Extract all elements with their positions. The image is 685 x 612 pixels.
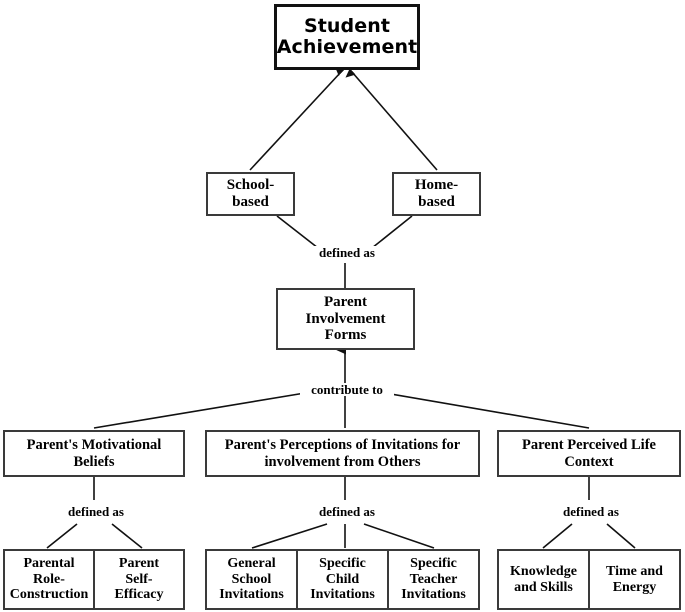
node-specific-child-line3: Invitations	[310, 587, 375, 603]
edge-center-defined-as-to-specific-teacher	[363, 523, 435, 549]
edge-label-defined-as-left: defined as	[54, 505, 138, 518]
edge-right-defined-as-to-knowledge-skills	[542, 523, 573, 549]
edge-contribute-to-motivational-beliefs	[93, 391, 312, 429]
node-specific-teacher-line2: Teacher	[409, 571, 458, 587]
node-knowledge-skills-line2: and Skills	[514, 579, 573, 595]
node-perceptions-invitations-line1: Parent's Perceptions of Invitations for	[224, 437, 461, 454]
node-motivational-beliefs-line2: Beliefs	[73, 453, 115, 470]
edge-label-defined-as-right: defined as	[549, 505, 633, 518]
node-self-efficacy-line1: Parent	[118, 556, 160, 572]
node-specific-teacher-line3: Invitations	[401, 587, 466, 603]
group-invitations-children: General School Invitations Specific Chil…	[205, 549, 480, 610]
edge-home-based-to-defined-as	[371, 215, 413, 249]
edge-label-defined-as-top: defined as	[305, 246, 389, 259]
edge-home-based-to-achievement	[345, 68, 438, 171]
edge-school-based-to-defined-as	[276, 215, 319, 249]
node-role-construction-line3: Construction	[9, 587, 89, 603]
node-student-achievement-line2: Achievement	[276, 36, 418, 58]
node-specific-teacher-line1: Specific	[410, 556, 457, 572]
node-parents-perceptions-of-invitations[interactable]: Parent's Perceptions of Invitations for …	[205, 430, 480, 477]
edge-right-defined-as-to-time-energy	[606, 523, 636, 549]
node-home-based-line2: based	[418, 194, 455, 210]
edge-school-based-to-achievement	[249, 66, 345, 171]
node-role-construction-line2: Role-	[33, 571, 65, 587]
node-time-energy-line1: Time and	[606, 564, 663, 580]
node-home-based-line1: Home-	[414, 177, 459, 194]
node-parent-self-efficacy[interactable]: Parent Self- Efficacy	[95, 551, 183, 608]
node-school-based[interactable]: School- based	[206, 172, 295, 216]
node-knowledge-and-skills[interactable]: Knowledge and Skills	[499, 551, 590, 608]
node-knowledge-skills-line1: Knowledge	[510, 564, 577, 580]
node-self-efficacy-line2: Self-	[125, 571, 153, 587]
node-involvement-forms-line1: Parent	[323, 293, 368, 310]
node-life-context-line2: Context	[564, 453, 614, 470]
node-perceptions-invitations-line2: involvement from Others	[264, 453, 421, 470]
node-involvement-forms-line3: Forms	[324, 327, 367, 344]
node-role-construction-line1: Parental	[23, 556, 75, 572]
node-home-based[interactable]: Home- based	[392, 172, 481, 216]
group-motivational-beliefs-children: Parental Role- Construction Parent Self-…	[3, 549, 185, 610]
edge-left-defined-as-to-role-construction	[46, 523, 78, 549]
node-general-school-invitations[interactable]: General School Invitations	[207, 551, 298, 608]
node-parental-role-construction[interactable]: Parental Role- Construction	[5, 551, 95, 608]
node-life-context-line1: Parent Perceived Life	[522, 437, 656, 454]
node-involvement-forms-line2: Involvement	[305, 310, 386, 327]
node-specific-child-invitations[interactable]: Specific Child Invitations	[298, 551, 389, 608]
node-student-achievement[interactable]: Student Achievement	[274, 4, 420, 70]
node-specific-child-line2: Child	[325, 571, 360, 587]
edge-left-defined-as-to-self-efficacy	[111, 523, 143, 549]
node-student-achievement-line1: Student	[303, 14, 391, 37]
node-motivational-beliefs-line1: Parent's Motivational	[26, 437, 162, 454]
edge-center-defined-as-to-general-school	[251, 523, 328, 549]
node-general-school-line3: Invitations	[219, 587, 284, 603]
node-parents-motivational-beliefs[interactable]: Parent's Motivational Beliefs	[3, 430, 185, 477]
node-parent-involvement-forms[interactable]: Parent Involvement Forms	[276, 288, 415, 350]
node-self-efficacy-line3: Efficacy	[114, 587, 164, 603]
group-life-context-children: Knowledge and Skills Time and Energy	[497, 549, 681, 610]
node-time-energy-line2: Energy	[612, 579, 657, 595]
node-specific-child-line1: Specific	[319, 556, 366, 572]
edge-contribute-to-life-context	[378, 391, 590, 429]
node-specific-teacher-invitations[interactable]: Specific Teacher Invitations	[389, 551, 478, 608]
node-parent-perceived-life-context[interactable]: Parent Perceived Life Context	[497, 430, 681, 477]
node-time-and-energy[interactable]: Time and Energy	[590, 551, 679, 608]
node-school-based-line1: School-	[226, 177, 275, 194]
node-general-school-line1: General	[227, 556, 276, 572]
edge-label-defined-as-center: defined as	[305, 505, 389, 518]
edge-label-contribute-to: contribute to	[300, 383, 394, 396]
node-general-school-line2: School	[231, 571, 272, 587]
node-school-based-line2: based	[232, 194, 269, 210]
